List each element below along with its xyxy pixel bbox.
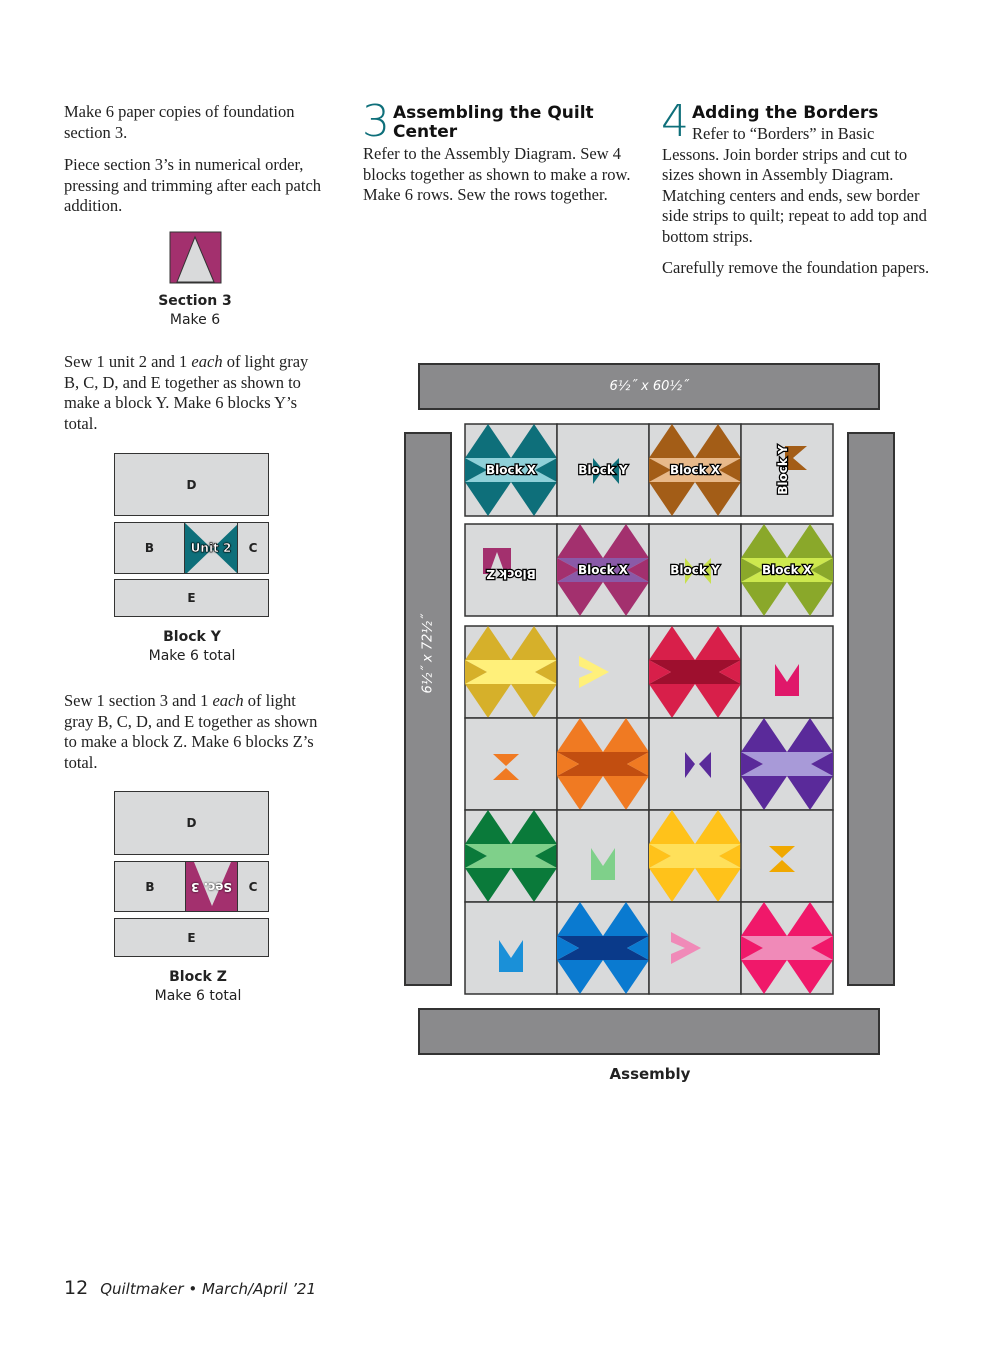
unit-2: Unit 2 [184,522,238,574]
quilt-block [648,901,742,995]
quilt-block: Block X [648,423,742,517]
block-label: Block X [578,563,629,577]
right-border [847,432,895,986]
quilt-center: Block X Block Y Block X Block Y Block Z Block… [464,423,834,995]
piece-c: C [237,522,269,574]
quilt-block [740,717,834,811]
quilt-block: Block Y [740,423,834,517]
paragraph-piece: Piece section 3’s in numerical order, pr… [64,155,322,215]
step-3-body: Refer to the Assembly Diagram. Sew 4 blo… [363,144,631,204]
page-number: 12 [64,1277,89,1299]
block-label: Block Z [486,567,536,581]
piece-e: E [114,579,269,617]
piece-d: D [114,453,269,516]
quilt-block: Block Z [464,523,558,617]
piece-b: B [114,522,185,574]
quilt-block [464,625,558,719]
quilt-block [556,625,650,719]
quilt-block [648,809,742,903]
quilt-block: Block Y [556,423,650,517]
quilt-block [556,809,650,903]
step-4-heading: Adding the Borders [692,103,879,123]
quilt-block [464,717,558,811]
paragraph-block-z: Sew 1 section 3 and 1 each of light gray… [64,691,318,772]
block-label: Block X [762,563,813,577]
page-footer: 12 Quiltmaker • March/April ’21 [64,1277,316,1299]
magazine-issue: Quiltmaker • March/April ’21 [100,1280,317,1298]
block-label: Block X [486,463,537,477]
step-4-body-2: Carefully remove the foundation papers. [662,258,930,277]
quilt-block [740,901,834,995]
block-label: Block Y [670,563,720,577]
assembly-caption: Assembly [609,1065,691,1083]
quilt-block [648,625,742,719]
quilt-block: Block X [464,423,558,517]
quilt-block: Block X [740,523,834,617]
piece-b: B [114,861,186,912]
piece-d: D [114,791,269,855]
quilt-block [740,625,834,719]
bottom-border [418,1008,880,1055]
quilt-block [648,717,742,811]
block-label: Block Y [578,463,628,477]
quilt-block [464,809,558,903]
paragraph-copies: Make 6 paper copies of foundation sectio… [64,102,295,142]
block-label: Block Y [776,445,790,495]
step-3-number: 3 [362,96,390,147]
section-3-piece: Sec. 3 [185,861,238,912]
quilt-block [464,901,558,995]
piece-e: E [114,918,269,957]
section-3-diagram [169,231,222,284]
step-4-body: Refer to “Borders” in Basic Lessons. Joi… [662,124,927,246]
step-4-number: 4 [661,96,689,147]
quilt-block [740,809,834,903]
quilt-block: Block X [556,523,650,617]
quilt-block [556,901,650,995]
top-border: 6½˝ x 60½˝ [418,363,880,410]
block-label: Block X [670,463,721,477]
paragraph-block-y: Sew 1 unit 2 and 1 each of light gray B,… [64,352,309,433]
left-border: 6½˝ x 72½˝ [404,432,452,986]
piece-c: C [237,861,269,912]
quilt-block: Block Y [648,523,742,617]
quilt-block [556,717,650,811]
step-3-heading: Assembling the Quilt Center [393,103,594,142]
